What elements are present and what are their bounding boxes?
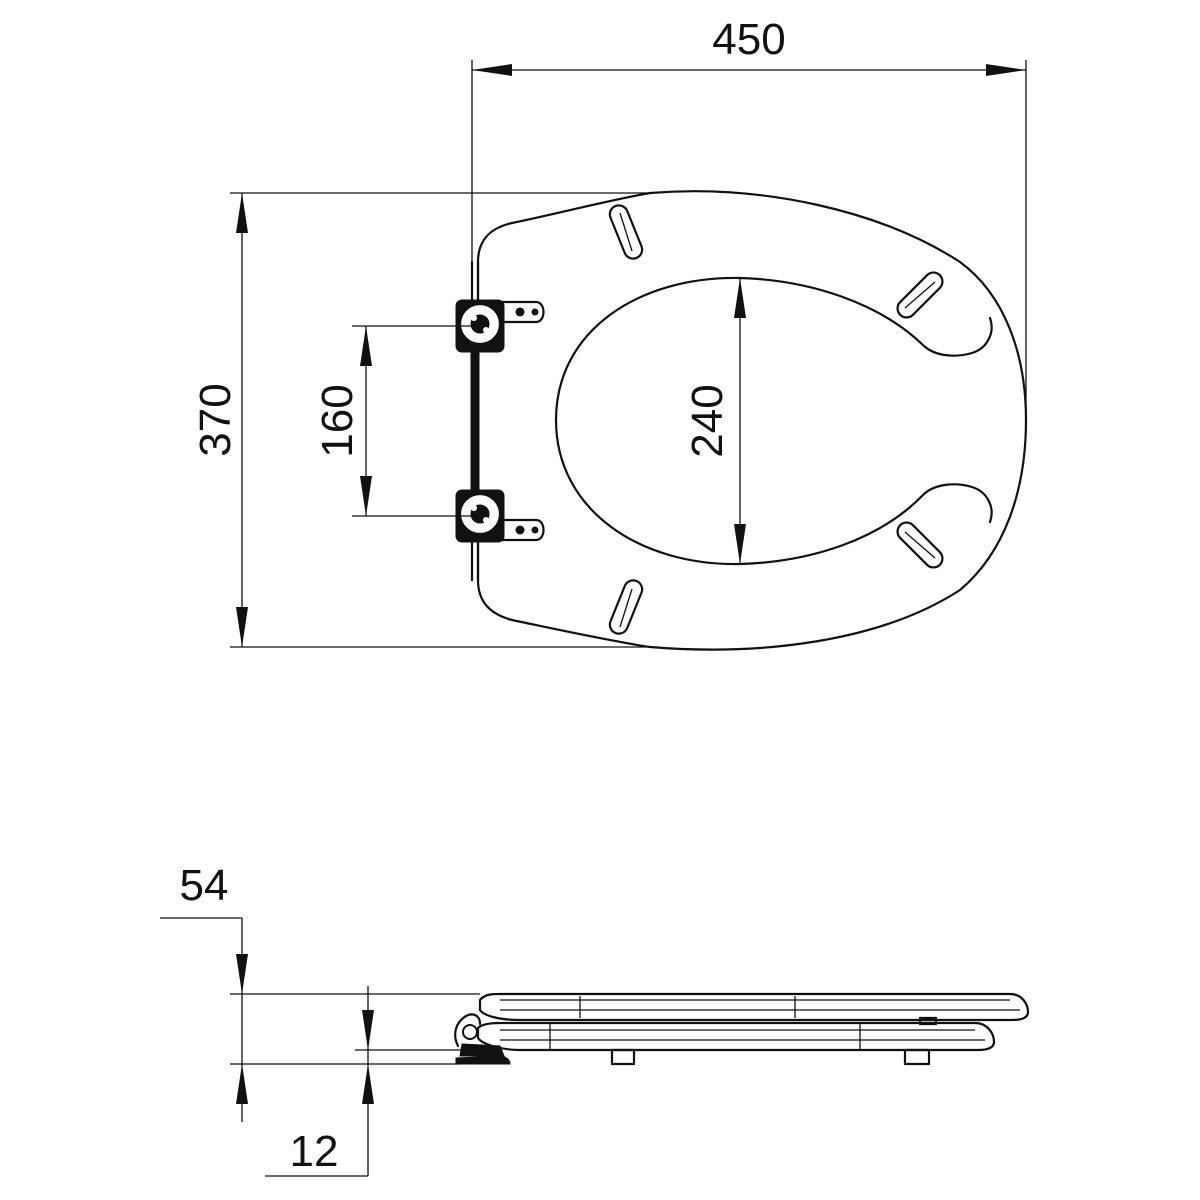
dimension-overall-length: 450	[471, 15, 1027, 420]
dimension-inner-opening: 240	[683, 278, 746, 564]
buffer-rear	[903, 1048, 931, 1066]
seat-profile	[476, 1021, 996, 1052]
lid-buffer	[918, 1016, 938, 1026]
seat-outer-outline	[476, 190, 1028, 651]
buffer-slots	[608, 204, 944, 635]
side-hinge	[454, 1013, 511, 1065]
seat-inner-opening	[554, 276, 993, 566]
dimension-seat-thickness: 12	[265, 986, 478, 1177]
dimension-hinge-spacing: 160	[313, 325, 480, 517]
total-height-label: 54	[180, 861, 229, 910]
overall-width-label: 370	[191, 383, 240, 456]
top-view: 450 370 160 240	[191, 15, 1028, 651]
lid-profile	[478, 992, 1030, 1022]
buffer-front	[610, 1048, 636, 1066]
inner-opening-label: 240	[683, 384, 732, 457]
overall-length-label: 450	[712, 15, 785, 64]
upper-hinge	[455, 299, 545, 353]
dimension-overall-width: 370	[191, 192, 650, 648]
seat-thickness-label: 12	[290, 1127, 339, 1176]
dimension-total-height: 54	[160, 861, 480, 1122]
side-view: 54 12	[160, 861, 1030, 1177]
hinge-spacing-label: 160	[313, 384, 362, 457]
